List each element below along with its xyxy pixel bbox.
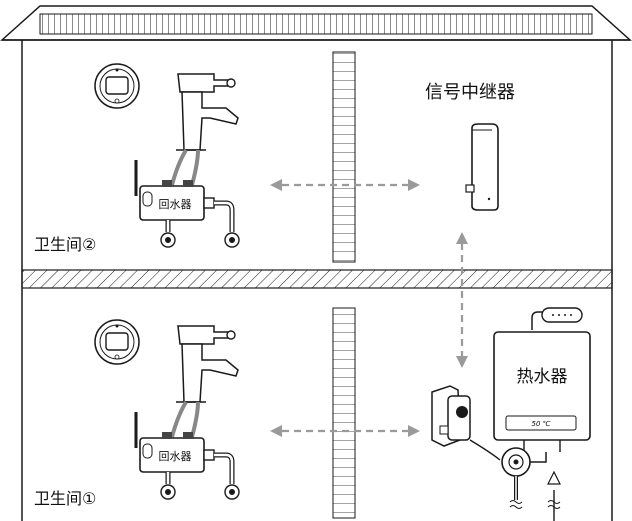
supply-hoses-lower: [170, 400, 200, 438]
cold-water-inlet: [547, 470, 561, 521]
return-valve-label-lower: 回水器: [159, 450, 192, 463]
return-valve-upper: 回水器: [134, 160, 240, 248]
supply-hoses-upper: [170, 148, 200, 186]
return-valve-label-upper: 回水器: [159, 198, 192, 211]
signal-arrow-upper: [270, 179, 420, 191]
water-heater: 热水器 50 ℃: [493, 307, 591, 452]
signal-arrow-vertical: [456, 232, 468, 368]
relay-label: 信号中继器: [425, 82, 515, 103]
partition-wall-upper: [332, 51, 356, 263]
circulation-pump-controller: [431, 385, 547, 509]
floor-slab: [21, 269, 613, 289]
signal-relay: [465, 123, 499, 211]
room-label-lower: 卫生间①: [34, 489, 96, 508]
control-panel-lower: [94, 319, 140, 365]
roof: [0, 5, 632, 41]
return-valve-lower: 回水器: [134, 412, 240, 500]
room-label-upper: 卫生间②: [34, 235, 96, 254]
partition-wall-lower: [332, 307, 356, 519]
faucet-lower: [176, 325, 239, 403]
heater-display: 50 ℃: [532, 420, 551, 428]
signal-arrow-lower: [270, 425, 420, 437]
control-panel-upper: [94, 63, 140, 109]
faucet-upper: [176, 73, 239, 151]
heater-label: 热水器: [517, 367, 568, 387]
